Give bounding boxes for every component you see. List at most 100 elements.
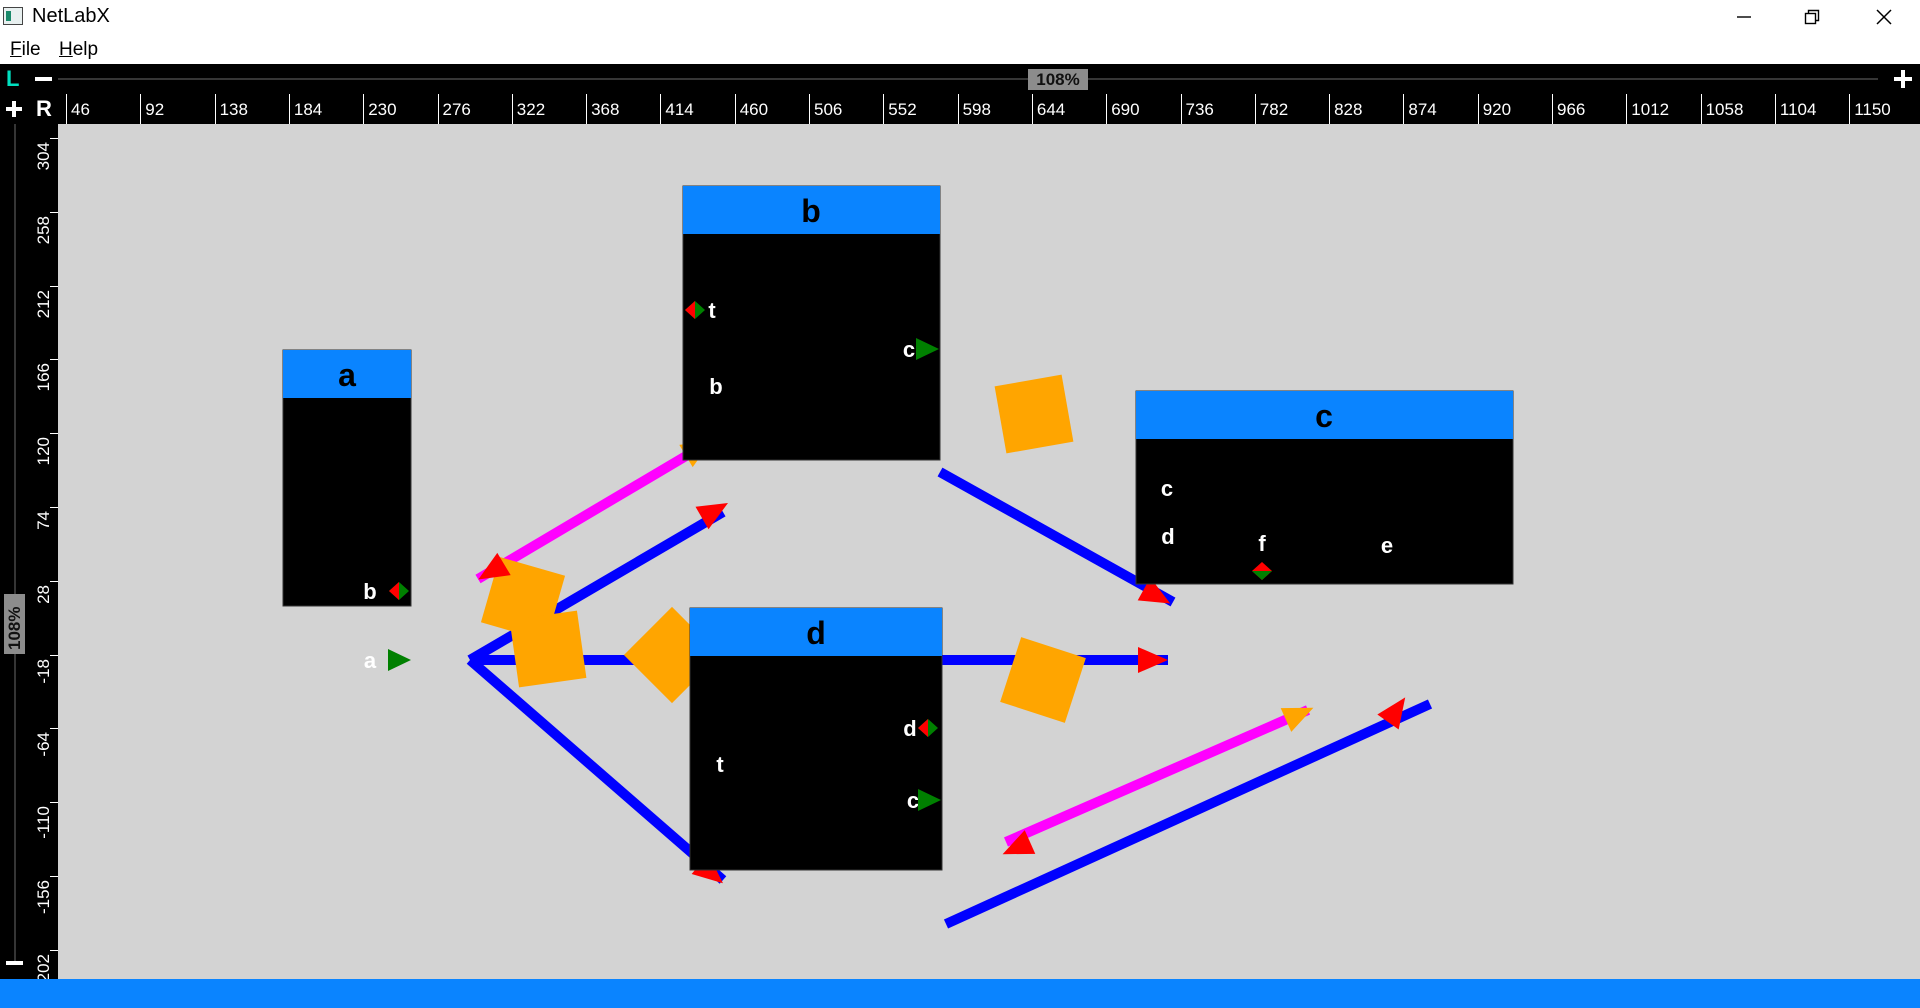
minimize-button[interactable] xyxy=(1710,0,1778,34)
status-bar xyxy=(0,979,1920,1008)
h-ruler-tick: 1150 xyxy=(1849,94,1891,124)
arrowhead-to-c-e xyxy=(1377,697,1406,730)
node-b-header[interactable] xyxy=(683,186,940,234)
h-ruler-tick-label: 230 xyxy=(368,100,397,119)
v-ruler-tick-line xyxy=(50,359,58,361)
h-ruler-tick: 644 xyxy=(1031,94,1065,124)
zoom-in-icon[interactable] xyxy=(1893,69,1913,89)
port-label: a xyxy=(364,648,377,673)
node-d[interactable]: d d t c xyxy=(689,607,943,871)
port-label: b xyxy=(709,374,722,399)
h-ruler-tick: 966 xyxy=(1552,94,1585,124)
port-label: c xyxy=(1161,476,1173,501)
v-ruler-tick-label: 166 xyxy=(34,363,53,392)
v-ruler-tick-label: -156 xyxy=(34,880,53,915)
v-ruler-tick-label: 212 xyxy=(34,289,53,318)
right-align-button[interactable]: R xyxy=(36,96,52,121)
h-ruler-tick: 874 xyxy=(1403,94,1437,124)
link-marker-square[interactable] xyxy=(509,610,587,688)
node-d-header[interactable] xyxy=(690,608,942,656)
v-ruler-tick-label: -18 xyxy=(34,658,53,684)
h-ruler-tick-label: 1150 xyxy=(1854,100,1891,119)
port-label: e xyxy=(1381,533,1393,558)
link-d-d-to-c-f[interactable] xyxy=(1003,705,1311,847)
port-label: d xyxy=(1161,524,1174,549)
menu-file[interactable]: File xyxy=(10,39,41,61)
link-b-c-to-c-c[interactable] xyxy=(937,467,1176,607)
vertical-zoom-level[interactable]: 108% xyxy=(4,594,25,654)
node-b-title: b xyxy=(801,193,821,229)
v-ruler-tick-label: 258 xyxy=(34,215,53,245)
h-ruler-tick: 506 xyxy=(809,94,842,124)
horizontal-zoom-level[interactable]: 108% xyxy=(1028,69,1088,90)
menu-help-mnemonic: H xyxy=(59,39,73,60)
link-a-a-to-d-t[interactable] xyxy=(466,656,727,884)
v-ruler-tick-line xyxy=(50,580,58,582)
v-ruler-tick-label: 28 xyxy=(34,584,53,604)
arrowhead-to-d-d xyxy=(1002,830,1036,855)
arrowhead-to-b-b xyxy=(695,503,728,530)
port-label: b xyxy=(363,579,376,604)
port-b-t-in-half xyxy=(685,301,695,319)
vertical-zoom-out-icon[interactable] xyxy=(5,957,25,969)
h-ruler-tick-label: 1012 xyxy=(1631,100,1670,119)
left-align-button[interactable]: L xyxy=(6,66,20,91)
port-a-b-in-half xyxy=(389,582,399,600)
link-marker-square[interactable] xyxy=(1000,637,1086,723)
node-a[interactable]: a b a xyxy=(282,349,412,673)
node-d-title: d xyxy=(806,615,826,651)
ruler-corner: R xyxy=(0,94,58,124)
h-ruler-tick: 92 xyxy=(140,94,164,124)
v-ruler-tick-line xyxy=(50,728,58,730)
zoom-track xyxy=(58,78,1878,80)
menu-help[interactable]: Help xyxy=(59,39,98,61)
menu-help-label: elp xyxy=(72,39,99,60)
restore-button[interactable] xyxy=(1778,0,1846,34)
h-ruler-tick: 368 xyxy=(586,94,619,124)
h-ruler-tick: 598 xyxy=(957,94,991,124)
title-bar: NetLabX xyxy=(0,0,1920,34)
h-ruler-tick: 414 xyxy=(660,94,694,124)
vertical-zoom-label: 108% xyxy=(5,606,24,650)
h-ruler-tick-label: 1058 xyxy=(1705,100,1744,119)
zoom-out-icon[interactable] xyxy=(34,72,54,86)
vertical-zoom-in-icon[interactable] xyxy=(5,100,23,118)
port-a-a-out[interactable] xyxy=(388,649,411,671)
window-title: NetLabX xyxy=(32,5,110,27)
h-ruler-tick-label: 690 xyxy=(1111,100,1140,119)
v-ruler-tick-label: -64 xyxy=(34,732,53,757)
arrowhead-to-c-c xyxy=(1137,577,1171,604)
h-ruler-tick: 322 xyxy=(511,94,545,124)
menu-bar: File Help xyxy=(0,34,1920,64)
node-a-title: a xyxy=(338,357,356,393)
node-c-header[interactable] xyxy=(1136,391,1513,439)
h-ruler-tick-label: 414 xyxy=(665,100,694,119)
app-icon xyxy=(3,7,23,25)
port-b-c-out[interactable] xyxy=(916,338,939,360)
link-a-b-to-b-t[interactable] xyxy=(475,435,716,584)
diagram-canvas[interactable]: a b a b t c b c c d f e xyxy=(58,124,1920,979)
link-marker-square[interactable] xyxy=(994,374,1074,454)
network-diagram[interactable]: a b a b t c b c c d f e xyxy=(58,124,1920,979)
v-ruler-tick-line xyxy=(50,211,58,213)
h-ruler-tick: 230 xyxy=(363,94,397,124)
node-c[interactable]: c c d f e xyxy=(1135,390,1514,585)
h-ruler-tick-label: 46 xyxy=(71,100,90,119)
link-d-c-to-c-e[interactable] xyxy=(943,699,1433,929)
h-ruler-tick-label: 368 xyxy=(591,100,620,119)
h-ruler-tick: 184 xyxy=(288,94,322,124)
h-ruler-tick-label: 736 xyxy=(1185,100,1214,119)
close-button[interactable] xyxy=(1850,0,1918,34)
v-ruler-tick-line xyxy=(50,285,58,287)
h-ruler-tick-label: 552 xyxy=(888,100,917,119)
node-b[interactable]: b t c b xyxy=(682,185,941,461)
arrowhead-to-c-d xyxy=(1138,647,1168,673)
port-d-c-out[interactable] xyxy=(918,789,941,811)
node-a-header[interactable] xyxy=(283,350,411,398)
v-ruler-tick-label: 74 xyxy=(34,511,53,530)
v-ruler-tick-line xyxy=(50,433,58,435)
h-ruler-tick: 138 xyxy=(214,94,248,124)
h-ruler-tick-label: 184 xyxy=(293,100,323,119)
